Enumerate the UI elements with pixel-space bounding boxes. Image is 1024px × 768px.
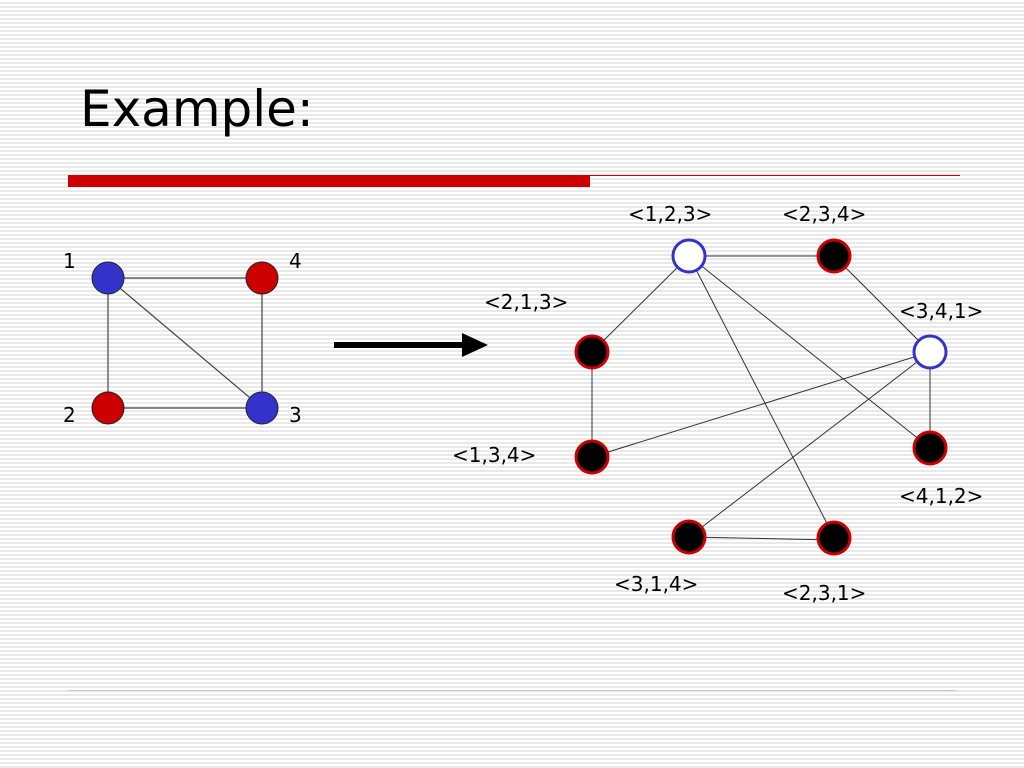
left-vertex-label-3: 3 [289,403,302,427]
left-graph-nodes [91,261,279,425]
left-vertex-2 [91,391,125,425]
left-graph-edges [107,277,263,409]
right-vertex-341 [912,334,948,370]
left-vertex-3 [245,391,279,425]
right-vertex-134 [574,439,610,475]
edge-234-341 [833,255,931,353]
right-vertex-213 [574,334,610,370]
left-vertex-4 [245,261,279,295]
right-vertex-label-123: <1,2,3> [628,202,712,226]
left-vertex-label-4: 4 [289,249,302,273]
edge-314-231 [688,536,835,541]
left-graph: 1 4 2 3 [63,249,302,427]
right-vertex-label-314: <3,1,4> [614,572,698,596]
right-vertex-label-213: <2,1,3> [484,290,568,314]
right-vertex-123 [671,238,707,274]
left-vertex-label-1: 1 [63,249,76,273]
right-vertex-234 [816,238,852,274]
edge-1-3 [107,277,263,409]
edge-341-314 [688,351,931,538]
right-vertex-label-234: <2,3,4> [782,202,866,226]
slide-title: Example: [80,80,314,138]
edge-123-231 [688,255,835,538]
left-vertex-label-2: 2 [63,403,76,427]
right-vertex-label-412: <4,1,2> [899,484,983,508]
left-vertex-1 [91,261,125,295]
title-underline-thick [68,175,590,187]
right-graph: <1,2,3> <2,3,4> <2,1,3> <3,4,1> <1,3,4> … [452,202,983,605]
right-vertex-412 [912,430,948,466]
edge-123-213 [591,255,690,353]
right-arrow-icon [334,333,488,357]
right-vertex-label-134: <1,3,4> [452,443,536,467]
right-vertex-label-231: <2,3,1> [782,581,866,605]
edge-123-412 [688,255,931,449]
right-graph-nodes [574,238,948,556]
right-vertex-231 [816,520,852,556]
footer-rule [68,690,956,691]
title-underline-thin [590,175,960,176]
right-vertex-314 [671,519,707,555]
right-graph-edges [591,255,931,541]
edge-341-134 [591,351,931,458]
right-vertex-label-341: <3,4,1> [899,299,983,323]
